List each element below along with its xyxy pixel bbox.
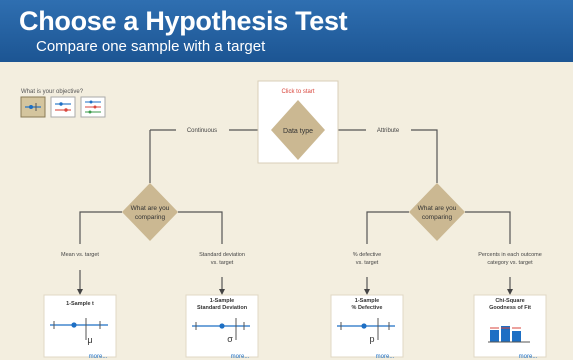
decision-right-line-2: comparing (422, 214, 453, 221)
decision-right[interactable]: What are you comparing (409, 183, 465, 241)
decision-left[interactable]: What are you comparing (122, 183, 178, 241)
test-name-line-2: Goodness of Fit (489, 305, 531, 311)
bar-chart-icon (488, 326, 530, 343)
connector-to-right-decision (411, 129, 438, 183)
test-name-line-2: % Defective (352, 305, 383, 311)
data-type-label: Data type (283, 128, 313, 135)
objective-two-sample-button[interactable] (50, 96, 76, 118)
condition-defective-line-1: % defective (353, 252, 381, 258)
one-sample-icon (25, 103, 41, 111)
more-link-chi-square[interactable]: more... (519, 354, 538, 360)
test-name-line-1: 1-Sample (210, 298, 234, 304)
objective-one-sample-button[interactable] (20, 96, 46, 118)
condition-percents-line-2: category vs. target (487, 260, 533, 266)
test-card-1-sample-stdev[interactable]: 1-Sample Standard Deviation σ (185, 294, 259, 358)
objective-multi-sample-button[interactable] (80, 96, 106, 118)
connector-to-mean (79, 211, 122, 244)
p-symbol: p (369, 334, 374, 344)
decision-left-line-2: comparing (135, 214, 166, 221)
condition-defective-line-2: vs. target (356, 260, 379, 266)
test-name-line-2: Standard Deviation (197, 305, 248, 311)
connector-to-defective (366, 211, 409, 244)
arrow-head (507, 289, 513, 295)
arrow-head (364, 289, 370, 295)
page-title: Choose a Hypothesis Test (19, 6, 348, 36)
condition-stdev-line-2: vs. target (211, 260, 234, 266)
test-card-1-sample-t[interactable]: 1-Sample t μ (43, 294, 117, 358)
multi-sample-icon (85, 100, 101, 114)
page-subtitle: Compare one sample with a target (36, 38, 266, 55)
click-to-start-label: Click to start (281, 89, 314, 95)
condition-percents-line-1: Percents in each outcome (478, 252, 542, 258)
test-name-line-1: 1-Sample t (66, 301, 94, 307)
condition-stdev-line-1: Standard deviation (199, 252, 245, 258)
more-link-1-sample-defective[interactable]: more... (376, 354, 395, 360)
connector-to-percents (465, 211, 511, 244)
connector-to-stdev (178, 211, 223, 244)
mu-symbol: μ (87, 335, 92, 345)
more-link-1-sample-t[interactable]: more... (89, 354, 108, 360)
branch-continuous-label: Continuous (187, 128, 217, 134)
test-name-line-1: Chi-Square (495, 298, 524, 304)
data-type-diamond (271, 100, 325, 160)
test-card-1-sample-defective[interactable]: 1-Sample % Defective p (330, 294, 404, 358)
arrow-head (77, 289, 83, 295)
decision-left-line-1: What are you (131, 205, 170, 212)
one-sample-defective-icon (337, 318, 395, 340)
sigma-symbol: σ (227, 334, 233, 344)
two-sample-icon (55, 102, 71, 112)
test-name-line-1: 1-Sample (355, 298, 379, 304)
test-card-chi-square[interactable]: Chi-Square Goodness of Fit (473, 294, 547, 358)
header-banner: Choose a Hypothesis Test Compare one sam… (0, 0, 573, 62)
condition-mean-label: Mean vs. target (61, 252, 99, 258)
objective-label: What is your objective? (21, 89, 84, 95)
more-link-1-sample-stdev[interactable]: more... (231, 354, 250, 360)
decision-right-line-1: What are you (418, 205, 457, 212)
start-node[interactable]: Click to start Data type (257, 80, 339, 164)
one-sample-t-icon (50, 318, 108, 340)
arrow-head (219, 289, 225, 295)
one-sample-stdev-icon (192, 318, 250, 340)
branch-attribute-label: Attribute (377, 128, 400, 134)
